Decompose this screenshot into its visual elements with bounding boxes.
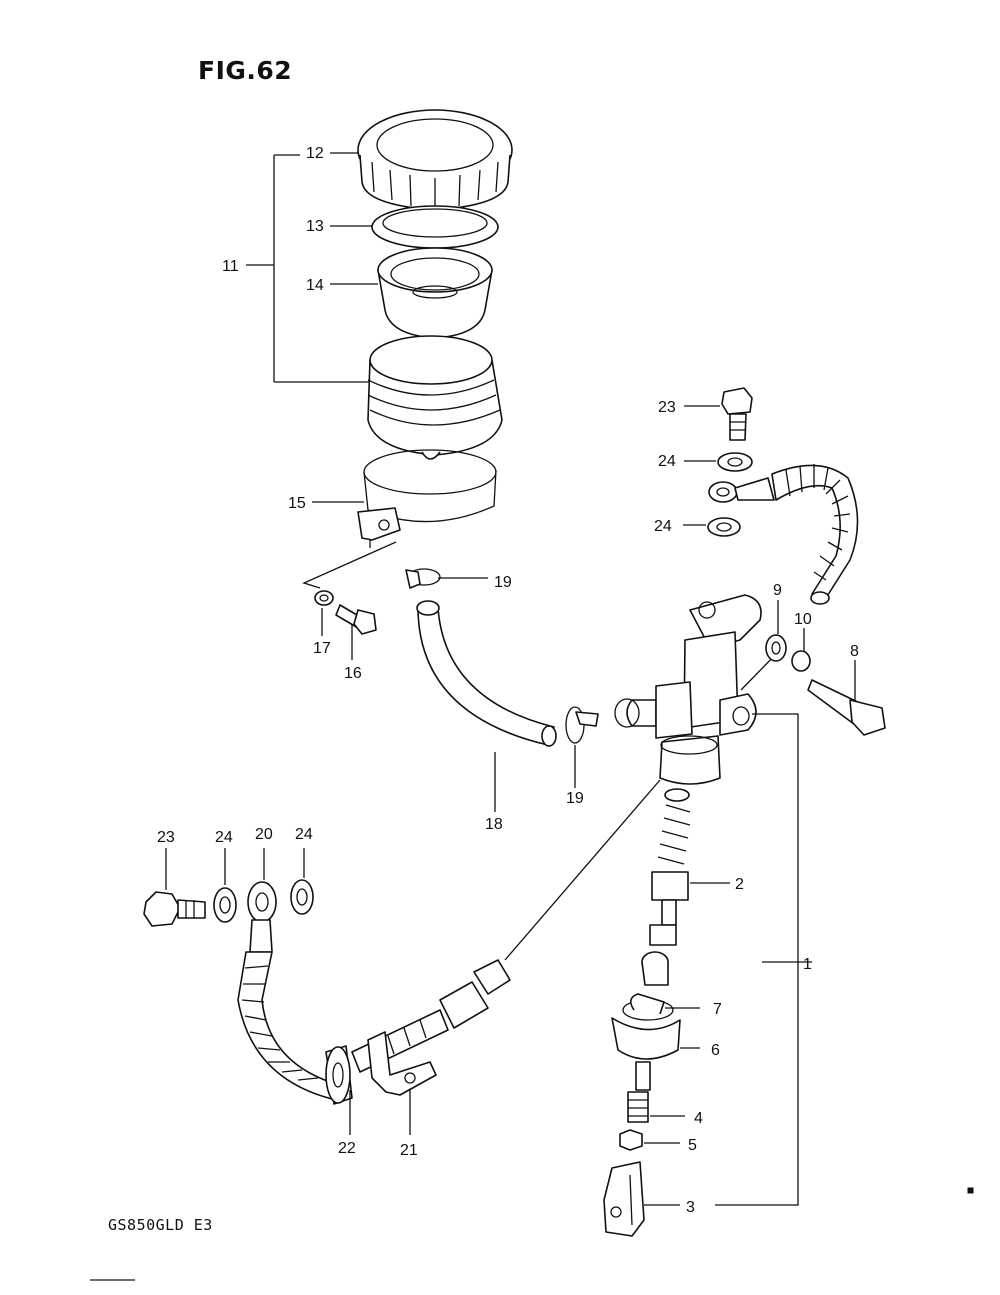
figure-title: FIG.62 [198, 56, 293, 85]
callout-19-upper: 19 [494, 574, 512, 591]
union-bolt-upper [721, 387, 753, 441]
sealing-washer-right [765, 634, 787, 662]
union-bolt-right [807, 679, 886, 736]
callout-4: 4 [694, 1110, 703, 1127]
callout-21: 21 [400, 1142, 418, 1159]
callout-20: 20 [255, 826, 273, 843]
callout-19-lower: 19 [566, 790, 584, 807]
callout-8: 8 [850, 643, 859, 660]
callout-17: 17 [313, 640, 331, 657]
callout-3: 3 [686, 1199, 695, 1216]
callout-23-upper: 23 [658, 399, 676, 416]
callout-1: 1 [803, 956, 812, 973]
callout-22: 22 [338, 1140, 356, 1157]
callout-18: 18 [485, 816, 503, 833]
page-mark-square [967, 1187, 974, 1194]
callout-15: 15 [288, 495, 306, 512]
callout-24-upper-a: 24 [658, 453, 676, 470]
sealing-washer-lower-a [213, 887, 237, 923]
callout-24-lower-b: 24 [295, 826, 313, 843]
union-bolt-lower [143, 891, 206, 927]
sealing-washer-upper-b [707, 517, 741, 537]
reservoir-cap [357, 109, 513, 211]
callout-13: 13 [306, 218, 324, 235]
cap-diaphragm-plate [371, 205, 499, 249]
sealing-washer-lower-b [290, 879, 314, 915]
callout-14: 14 [306, 277, 324, 294]
reservoir-band [357, 449, 497, 548]
lock-nut [619, 1129, 643, 1151]
band-screw [335, 604, 377, 635]
brake-hose-lower [237, 881, 511, 1105]
callout-6: 6 [711, 1042, 720, 1059]
callout-5: 5 [688, 1137, 697, 1154]
brake-hose-upper [708, 464, 859, 605]
callout-24-lower-a: 24 [215, 829, 233, 846]
band-washer [314, 590, 334, 606]
reservoir-diaphragm [377, 247, 493, 339]
reservoir-hose [416, 600, 557, 747]
piston-spring [649, 788, 691, 946]
model-code: GS850GLD E3 [108, 1216, 213, 1234]
callout-23-lower: 23 [157, 829, 175, 846]
callout-24-upper-b: 24 [654, 518, 672, 535]
spring-washer-right [791, 650, 811, 672]
callout-9: 9 [773, 582, 782, 599]
callout-12: 12 [306, 145, 324, 162]
hose-grommet [325, 1046, 351, 1104]
callout-11: 11 [222, 258, 239, 275]
clevis [603, 1161, 645, 1237]
push-rod-dust-boot [611, 951, 681, 1060]
callout-7: 7 [713, 1001, 722, 1018]
hose-clip-upper [405, 568, 441, 589]
callout-10: 10 [794, 611, 812, 628]
callout-2: 2 [735, 876, 744, 893]
callout-16: 16 [344, 665, 362, 682]
reservoir-tank [367, 335, 503, 460]
sealing-washer-upper-a [717, 452, 753, 472]
hose-clip-lower [565, 706, 599, 744]
push-rod [627, 1061, 651, 1123]
master-cylinder-body [614, 594, 762, 785]
hose-guide-bracket [367, 1031, 437, 1096]
